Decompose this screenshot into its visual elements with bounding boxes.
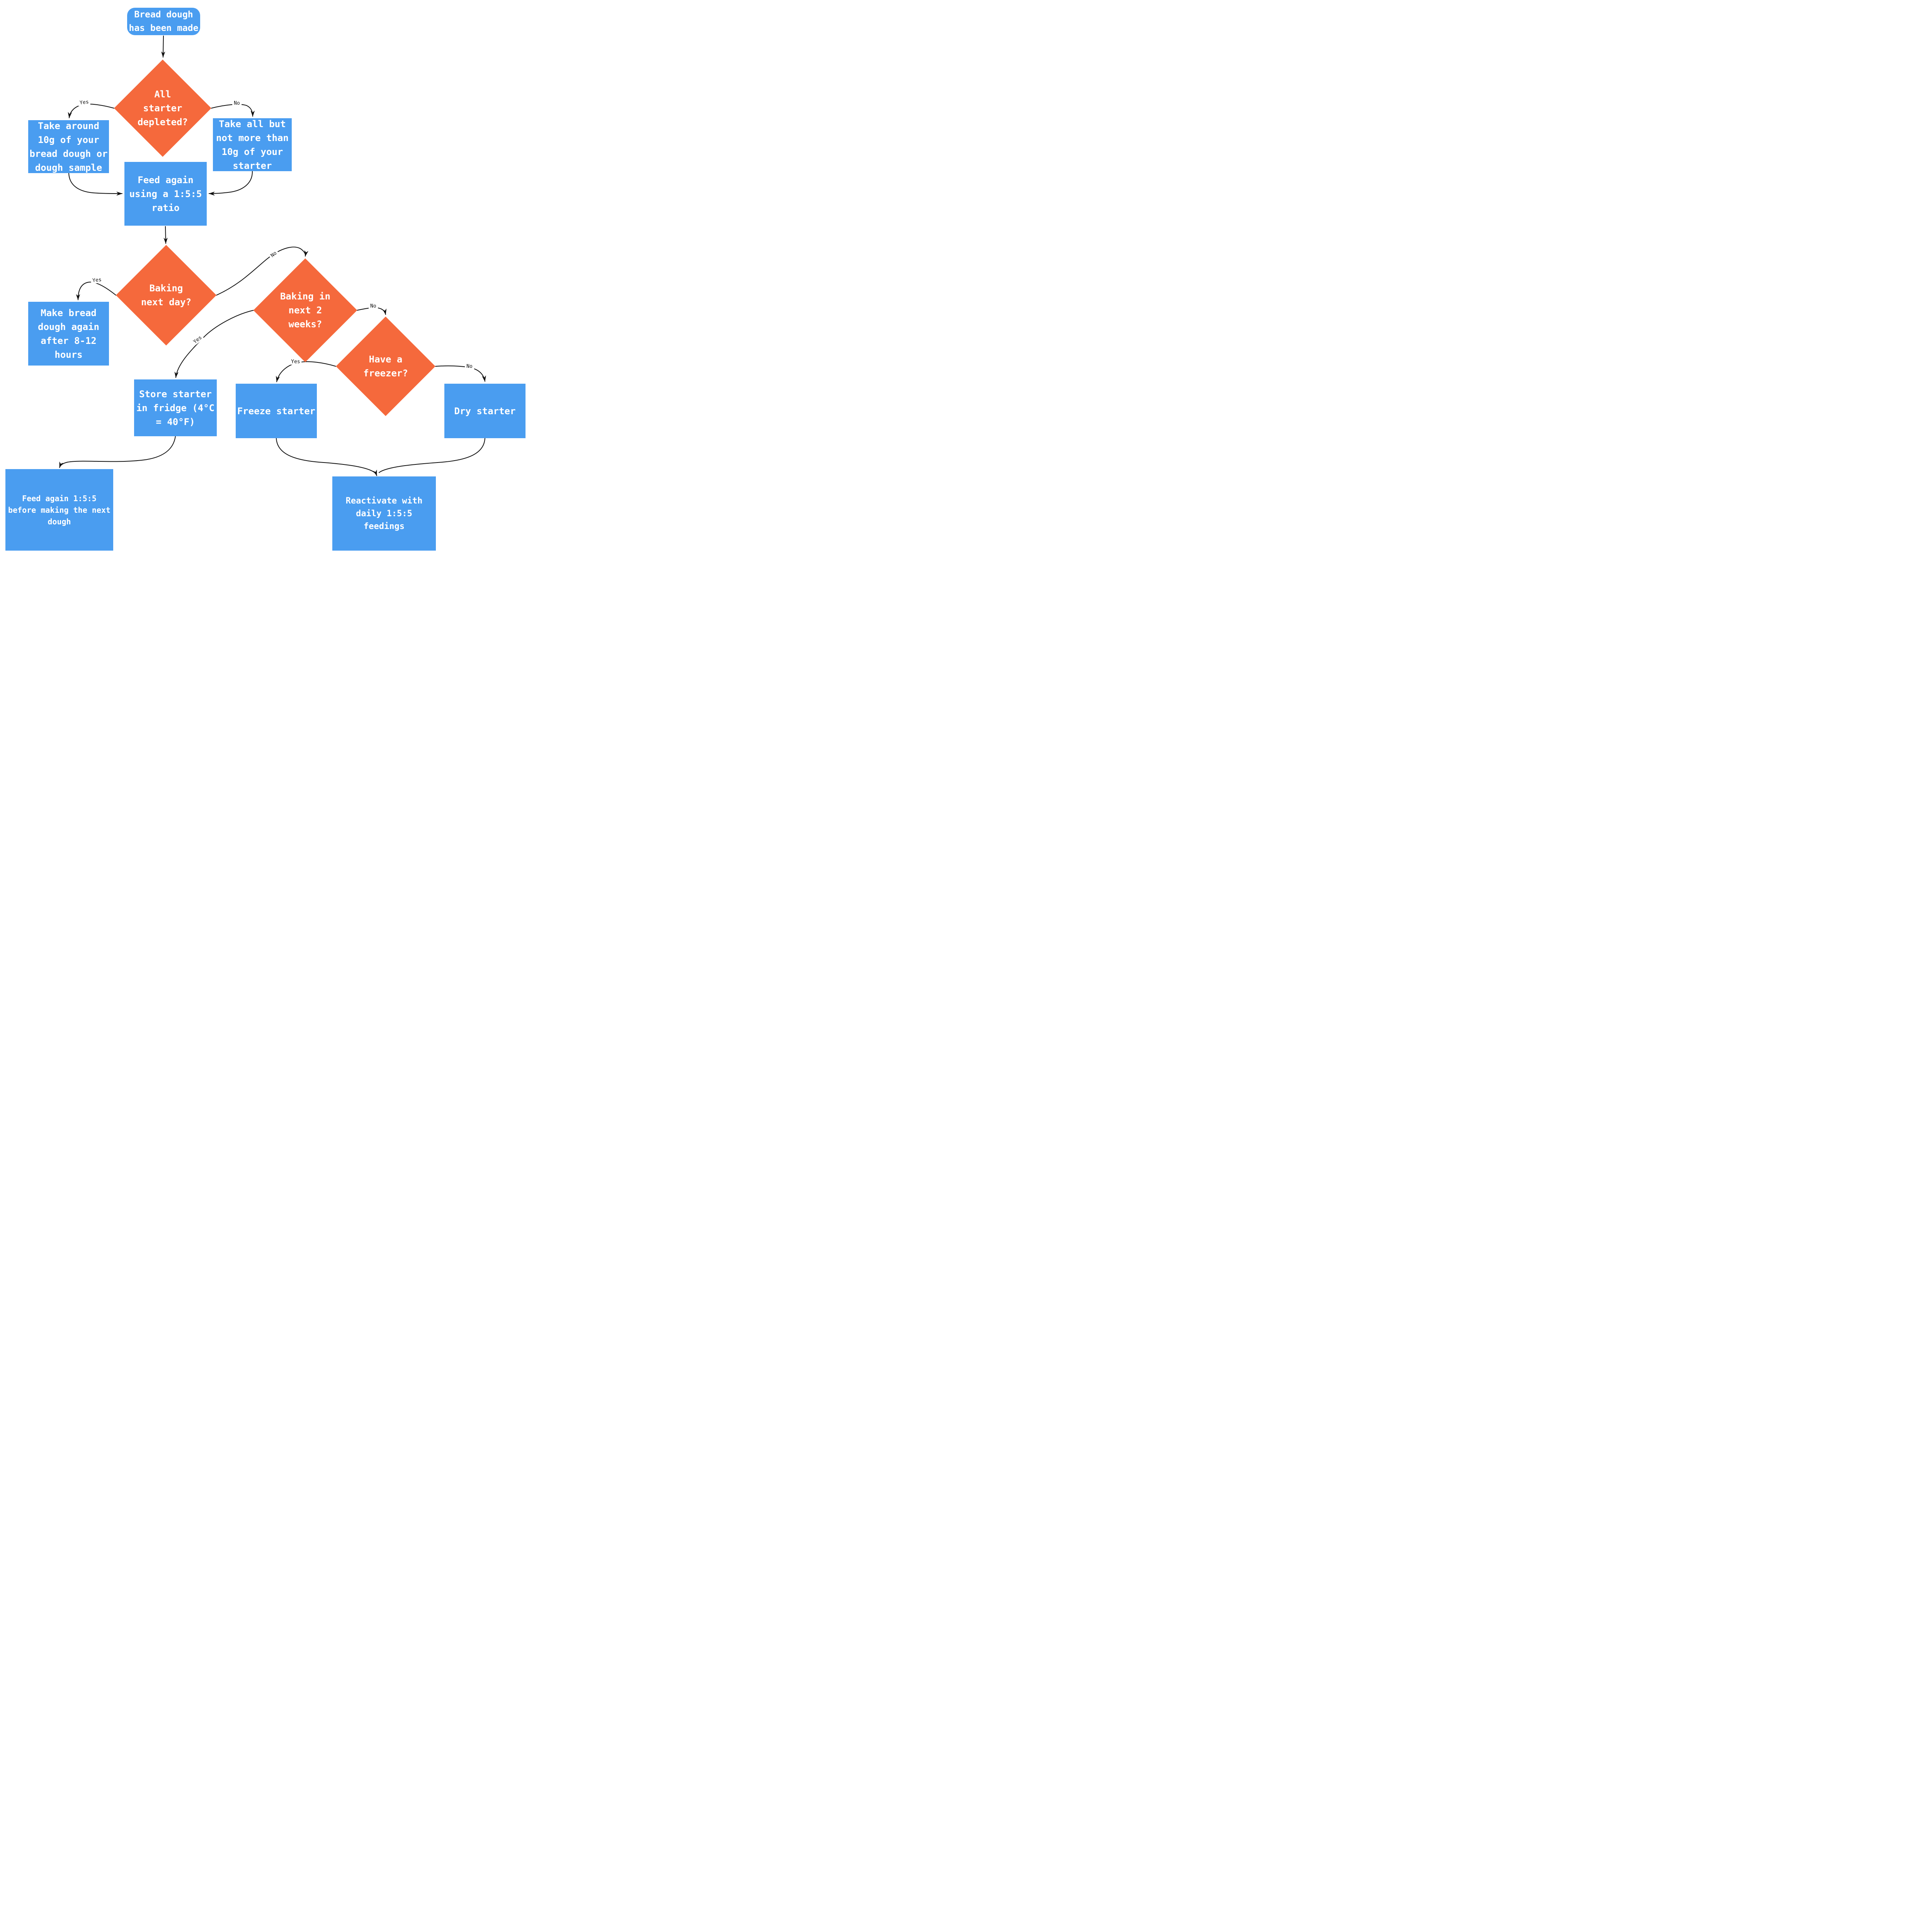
edge-depleted-yes	[68, 104, 114, 119]
node-text-line: = 40°F)	[156, 416, 195, 427]
node-text-line: Feed again 1:5:5	[22, 493, 97, 503]
edge-take10-to-feed	[68, 173, 123, 196]
node-text-line: Take all but	[219, 118, 286, 129]
node-text-line: after 8-12	[41, 335, 97, 346]
node-text-line: Take around	[38, 120, 99, 131]
edge-takeall-to-feed	[208, 171, 253, 196]
node-text-line: All	[154, 89, 171, 100]
edge-freezer-yes	[276, 361, 336, 383]
node-text-line: daily 1:5:5	[356, 509, 412, 519]
node-take-all-but-10g: Take all but not more than 10g of your star…	[213, 118, 292, 171]
node-text-line: 10g of your	[38, 134, 99, 145]
node-text-line: starter	[233, 160, 272, 171]
node-text-line: dough sample	[35, 162, 102, 173]
node-text-line: in fridge (4°C	[136, 402, 215, 413]
node-feed-again-155: Feed again using a 1:5:5 ratio	[124, 162, 207, 226]
decision-have-a-freezer-label: Have a freezer?	[338, 352, 433, 380]
node-text-line: Bread dough	[134, 10, 193, 20]
node-freeze-starter: Freeze starter	[236, 384, 317, 438]
decision-baking-in-2-weeks-label: Baking in next 2 weeks?	[256, 289, 355, 331]
node-text-line: next day?	[141, 297, 192, 308]
node-store-starter-fridge: Store starter in fridge (4°C = 40°F)	[134, 379, 217, 436]
node-text-line: 10g of your	[221, 146, 283, 157]
node-dry-starter: Dry starter	[444, 384, 526, 438]
node-text-line: ratio	[151, 202, 180, 213]
node-text-line: freezer?	[363, 368, 408, 379]
node-text-line: Make bread	[41, 307, 97, 318]
node-text-line: dough	[48, 517, 71, 526]
edge-freeze-to-reactivate	[276, 438, 377, 476]
edge-freezer-yes-label: Yes	[289, 359, 302, 365]
node-feed-again-before-next-dough: Feed again 1:5:5 before making the next do…	[5, 469, 113, 551]
node-text-line: Have a	[369, 354, 403, 365]
edge-depleted-no	[211, 104, 255, 117]
node-text-line: Baking	[149, 283, 183, 294]
edge-feed-to-bakingnextday	[163, 226, 168, 244]
edge-freezer-no	[435, 366, 486, 382]
node-text-line: has been made	[129, 23, 199, 33]
node-text-line: dough again	[38, 321, 99, 332]
node-reactivate-daily-feedings: Reactivate with daily 1:5:5 feedings	[332, 476, 436, 551]
edge-freezer-no-label: No	[465, 364, 474, 370]
node-text-line: not more than	[216, 132, 289, 143]
node-text-line: bread dough or	[29, 148, 108, 159]
edge-dry-to-reactivate	[379, 438, 485, 473]
node-text-line: weeks?	[288, 319, 322, 330]
node-text-line: Dry starter	[454, 405, 516, 417]
edge-fridge-to-feedbefore	[59, 436, 176, 468]
node-text-line: feedings	[364, 521, 405, 531]
decision-all-starter-depleted-label: All starter depleted?	[117, 87, 209, 129]
node-text-line: depleted?	[137, 117, 188, 128]
node-text-line: starter	[143, 103, 182, 114]
node-text-line: next 2	[288, 305, 322, 316]
node-text-line: Feed again	[138, 174, 194, 185]
node-take-around-10g: Take around 10g of your bread dough or doug…	[28, 120, 109, 173]
edge-bakingnextday-no	[216, 247, 309, 296]
node-text-line: before making the next	[8, 505, 111, 515]
node-text-line: Reactivate with	[345, 496, 423, 506]
node-text-line: hours	[54, 349, 83, 360]
edge-baking2weeks-no-label: No	[369, 303, 378, 310]
decision-baking-next-day-label: Baking next day?	[119, 281, 214, 309]
node-make-bread-dough-again: Make bread dough again after 8-12 hours	[28, 302, 109, 366]
edge-bakingnextday-yes	[76, 281, 116, 301]
node-bread-dough-made: Bread dough has been made	[127, 8, 200, 35]
node-text-line: Baking in	[280, 291, 331, 302]
edge-depleted-no-label: No	[232, 100, 242, 107]
node-text-line: Freeze starter	[237, 405, 316, 417]
node-text-line: Store starter	[139, 388, 212, 400]
node-text-line: using a 1:5:5	[129, 188, 202, 199]
